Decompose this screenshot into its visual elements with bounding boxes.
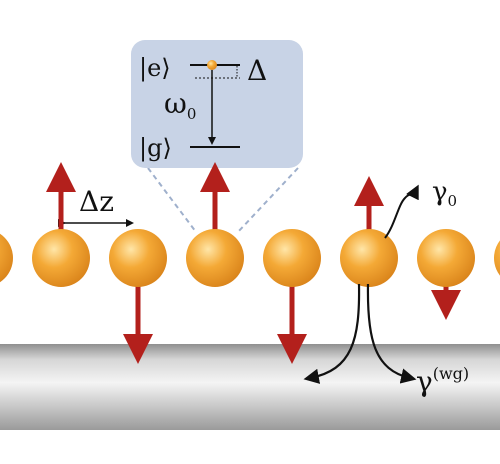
inset-background <box>131 40 303 168</box>
spacing-label: Δz <box>79 185 114 218</box>
free-space-emission-arrow <box>384 184 419 239</box>
inset-pointer-left <box>147 167 197 233</box>
excited-state-label: |e⟩ <box>139 54 171 83</box>
free-space-decay-label: γ0 <box>432 177 457 210</box>
atom <box>32 229 90 287</box>
free-space-decay-symbol: γ <box>432 177 448 207</box>
atom <box>109 229 167 287</box>
waveguide-decay-symbol: γ <box>416 365 433 398</box>
transition-frequency-label: ω0 <box>164 87 196 123</box>
transition-frequency-subscript: 0 <box>187 105 197 123</box>
waveguide-emission-right-arrow <box>366 283 417 384</box>
free-space-decay-subscript: 0 <box>448 192 458 210</box>
atom <box>263 229 321 287</box>
transition-frequency-symbol: ω <box>164 87 187 120</box>
inset-pointer-right <box>237 167 299 233</box>
waveguide-decay-superscript: (wg) <box>433 364 469 383</box>
atom <box>417 229 475 287</box>
atom <box>494 240 500 276</box>
level-diagram-inset: |e⟩ |g⟩ Δ ω0 <box>131 40 303 168</box>
excited-state-atom-icon <box>207 60 217 70</box>
waveguide-decay-label: γ(wg) <box>416 364 469 398</box>
atom <box>340 229 398 287</box>
waveguide-emission-left-arrow <box>303 283 361 384</box>
waveguide <box>0 344 500 430</box>
atom <box>186 229 244 287</box>
atom-array <box>0 162 500 364</box>
ground-state-label: |g⟩ <box>139 134 172 163</box>
atom <box>0 233 13 283</box>
detuning-label: Δ <box>247 54 267 87</box>
